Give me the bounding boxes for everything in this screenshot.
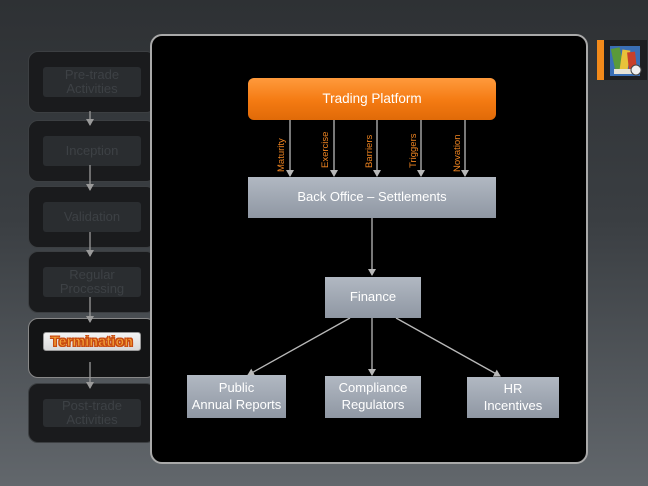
stage-label: Inception <box>43 136 141 166</box>
output-line1: Public <box>218 379 255 395</box>
output-line2: Annual Reports <box>191 396 282 412</box>
trading-platform-box: Trading Platform <box>248 78 496 120</box>
stage-label: Pre-trade Activities <box>43 67 141 97</box>
event-label-barriers: Barriers <box>364 134 375 168</box>
back-office-label: Back Office – Settlements <box>297 189 447 205</box>
finance-box: Finance <box>325 277 421 318</box>
output-line2: Regulators <box>341 397 405 412</box>
output-box-public: Public Annual Reports <box>187 375 286 418</box>
books-logo-icon <box>597 40 647 80</box>
output-line1: HR <box>503 380 523 396</box>
event-label-exercise: Exercise <box>320 131 331 168</box>
stage-label: Regular Processing <box>43 267 141 297</box>
stage-label: Termination <box>43 332 141 351</box>
output-box-compliance: Compliance Regulators <box>325 376 421 418</box>
flow-arrow <box>395 317 501 377</box>
output-line2: Incentives <box>483 397 543 413</box>
finance-label: Finance <box>349 289 397 305</box>
output-box-hr: HR Incentives <box>467 377 559 418</box>
output-line1: Compliance <box>338 380 408 396</box>
stage-post-trade[interactable]: Post-trade Activities <box>28 383 156 443</box>
event-label-novation: Novation <box>452 134 463 173</box>
stage-termination[interactable]: Termination <box>28 318 156 378</box>
flow-arrow <box>247 317 351 376</box>
stage-label: Post-trade Activities <box>43 398 141 427</box>
event-label-triggers: Triggers <box>408 133 419 169</box>
back-office-box: Back Office – Settlements <box>248 177 496 218</box>
trading-platform-label: Trading Platform <box>322 91 422 107</box>
event-label-maturity: Maturity <box>276 138 287 172</box>
stage-label: Validation <box>43 202 141 232</box>
stage-regular-processing[interactable]: Regular Processing <box>28 251 156 313</box>
stage-pre-trade[interactable]: Pre-trade Activities <box>28 51 156 113</box>
termination-label: Termination <box>50 332 134 349</box>
